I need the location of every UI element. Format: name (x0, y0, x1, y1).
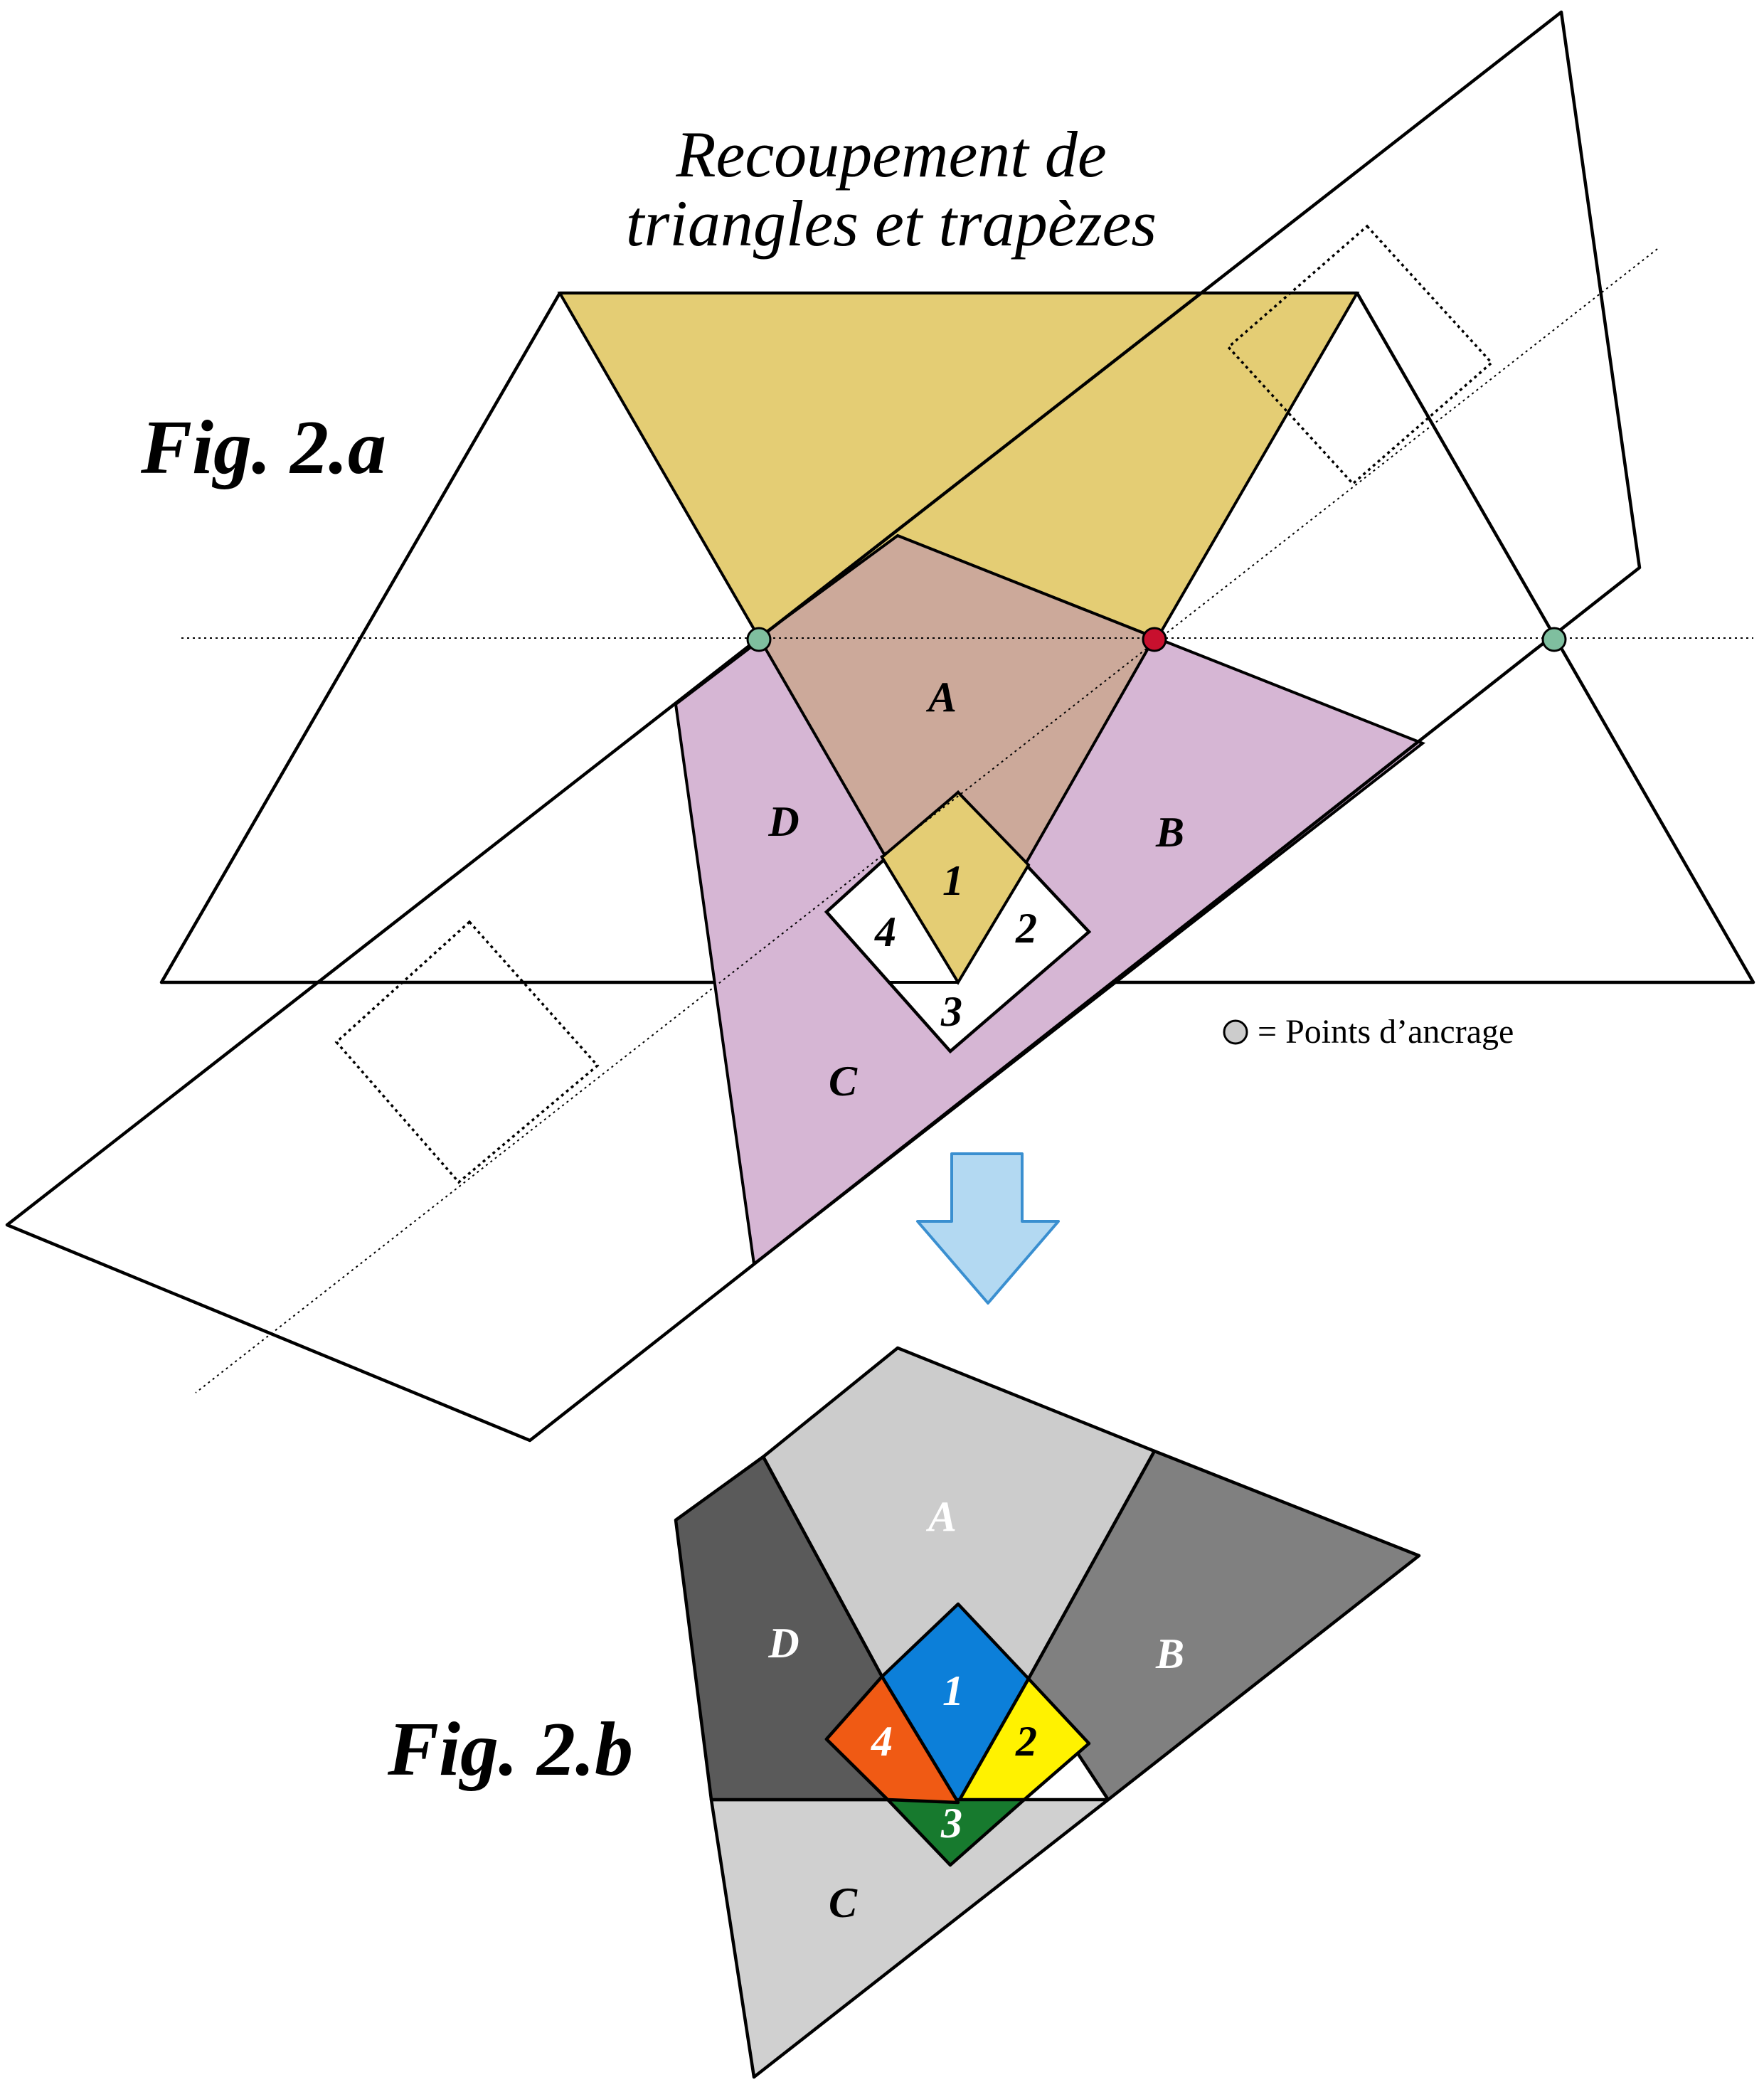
fig-2a-piece-b-label: B (1155, 809, 1184, 856)
diagonal-guide-line (195, 248, 1658, 1393)
fig-2b-piece-1-label: 1 (942, 1667, 964, 1714)
fig-2a-piece-4-label: 4 (874, 908, 896, 955)
fig-2a-piece-2-label: 2 (1015, 905, 1037, 952)
title-line-2: triangles et trapèzes (626, 187, 1157, 260)
piece-c-shape (709, 1798, 1110, 2079)
fig-2a-label: Fig. 2.a (140, 405, 386, 490)
title-line-1: Recoupement de (675, 118, 1106, 191)
anchor-point-left (746, 627, 772, 652)
anchor-point-right (1541, 627, 1567, 652)
fig-2b-piece-2-label: 2 (1015, 1718, 1037, 1765)
fig-2b-piece-3-label: 3 (940, 1800, 962, 1847)
down-arrow-icon (916, 1152, 1060, 1305)
fig-2b-piece-b-label: B (1155, 1630, 1184, 1677)
fig-2a-piece-c-label: C (829, 1058, 858, 1105)
fig-2a-group: A B C D 1 2 3 4 = Points d’ancrage (5, 10, 1755, 1443)
anchor-point-icon (1223, 1019, 1248, 1045)
fig-2b-group: A B C D 1 2 3 4 (674, 1346, 1421, 2079)
legend-text: = Points d’ancrage (1258, 1013, 1514, 1051)
fig-2b-piece-a-label: A (925, 1493, 957, 1540)
dashed-square-bottom (334, 920, 600, 1184)
long-rectangle-outline (5, 10, 1642, 1443)
anchor-point-middle (1142, 627, 1167, 652)
fig-2a-piece-3-label: 3 (940, 988, 962, 1035)
dashed-square-top (1226, 224, 1494, 486)
fig-2a-piece-1-label: 1 (942, 857, 964, 904)
fig-2b-label: Fig. 2.b (387, 1707, 633, 1792)
fig-2b-piece-d-label: D (767, 1620, 799, 1667)
fig-2b-piece-c-label: C (829, 1879, 858, 1926)
fig-2a-piece-a-label: A (925, 674, 957, 721)
fig-2a-piece-d-label: D (767, 798, 799, 845)
piece-4-shape (824, 1674, 960, 1805)
fig-2b-piece-4-label: 4 (871, 1718, 893, 1765)
